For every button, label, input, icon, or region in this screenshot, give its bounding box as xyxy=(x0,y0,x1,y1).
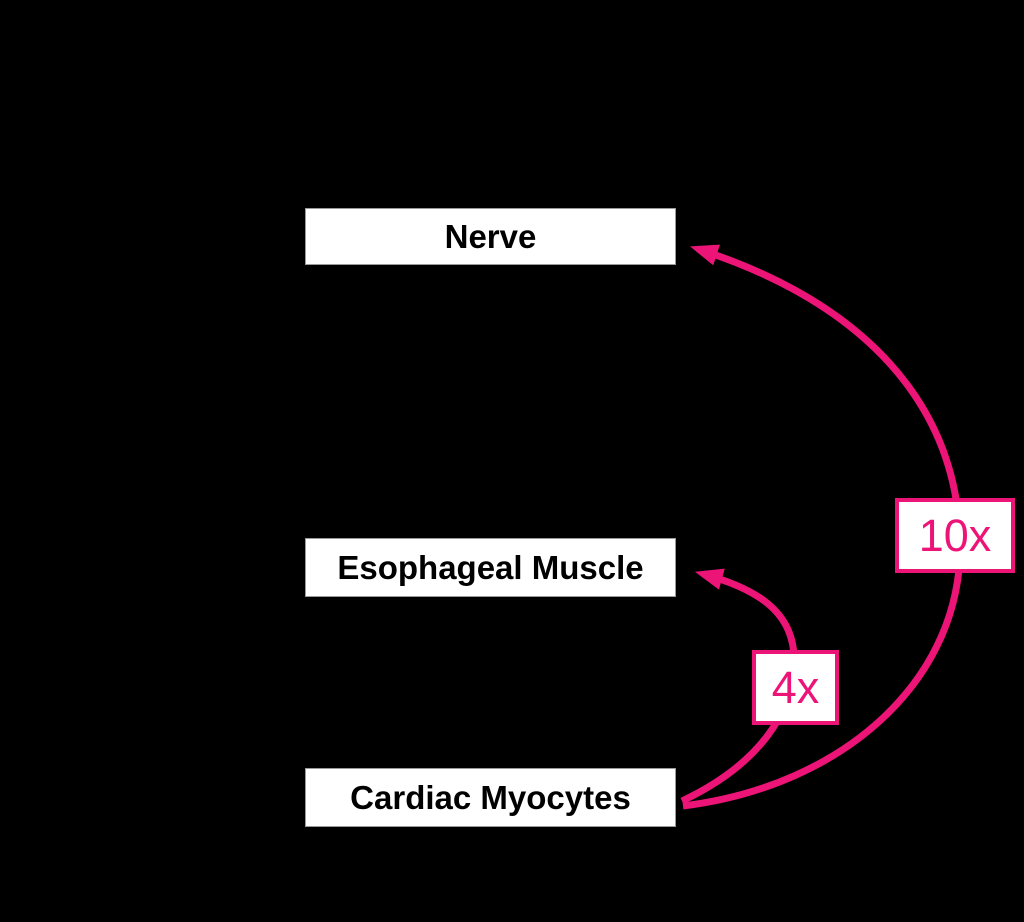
multiplier-label-10x: 10x xyxy=(895,498,1015,573)
multiplier-label-4x: 4x xyxy=(752,650,839,725)
node-nerve: Nerve xyxy=(305,208,676,265)
node-cardiac-myocytes-label: Cardiac Myocytes xyxy=(350,778,631,816)
node-esophageal-muscle: Esophageal Muscle xyxy=(305,538,676,597)
multiplier-10x-text: 10x xyxy=(918,510,992,561)
node-cardiac-myocytes: Cardiac Myocytes xyxy=(305,768,676,827)
node-esophageal-muscle-label: Esophageal Muscle xyxy=(337,548,644,586)
node-nerve-label: Nerve xyxy=(444,217,537,255)
multiplier-4x-text: 4x xyxy=(771,662,820,713)
